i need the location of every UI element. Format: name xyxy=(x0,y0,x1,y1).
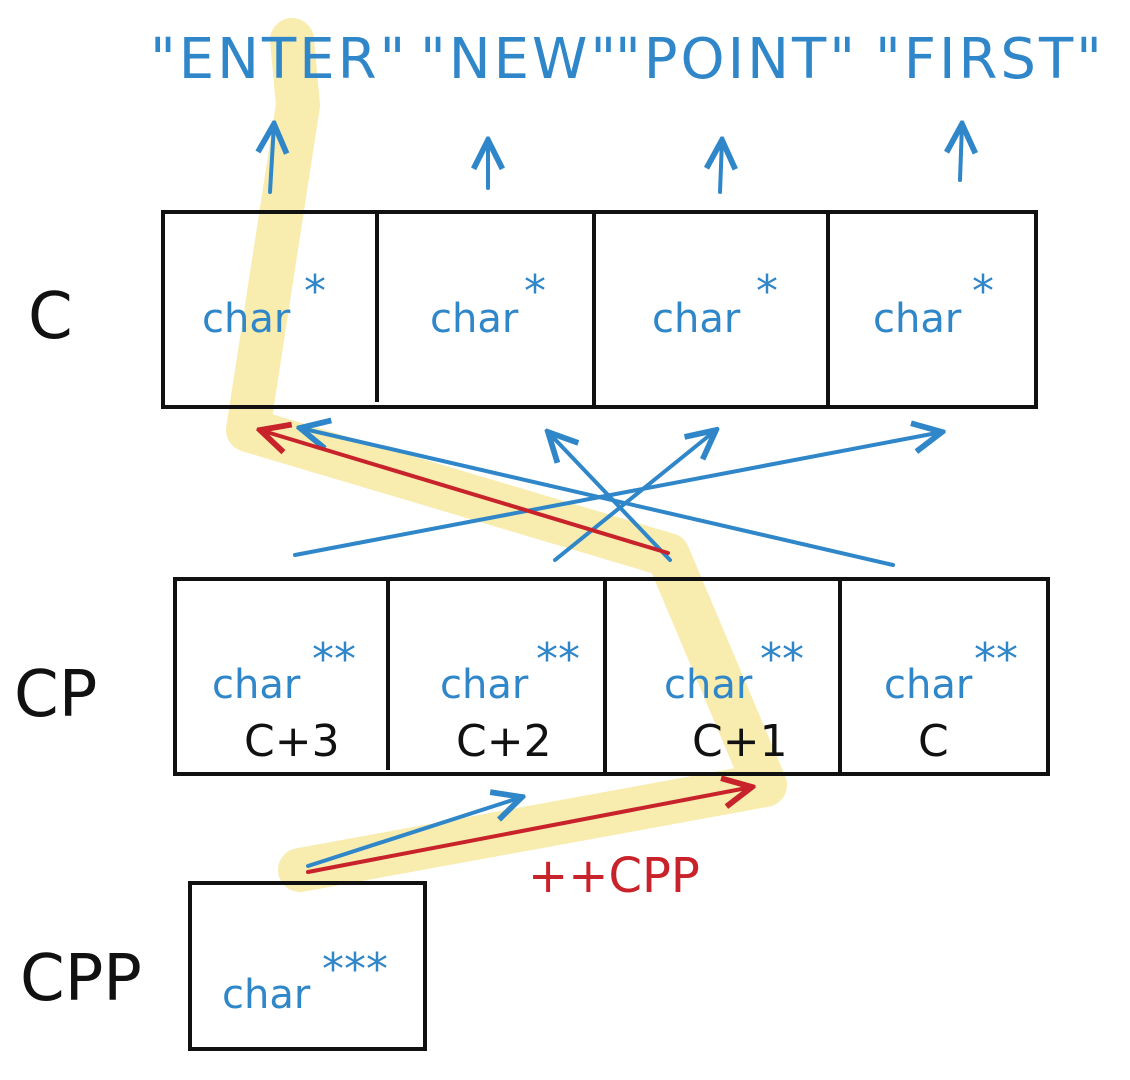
c-cell-2: char * xyxy=(430,266,546,342)
blue-arrow-cpp-to-cp2 xyxy=(306,797,522,868)
string-literals: "ENTER" "NEW" "POINT" "FIRST" xyxy=(150,27,1105,92)
arrow-cp2-to-c3 xyxy=(553,430,716,562)
cp-to-c-arrows xyxy=(293,428,942,567)
cpp-cell-stars: *** xyxy=(322,944,388,995)
cp-cell-stars: ** xyxy=(536,634,580,685)
c-cell-type: char xyxy=(873,296,962,342)
c-cell-1: char * xyxy=(202,266,326,342)
c-cell-type: char xyxy=(652,296,741,342)
cp-cell-value: C xyxy=(918,716,949,767)
red-arrow-cpp-to-cp3 xyxy=(306,787,752,874)
cp-cell-1: char ** C+3 xyxy=(212,634,356,767)
cp-cell-value: C+1 xyxy=(692,716,788,767)
c-array: C char * char * char * char * xyxy=(28,210,1038,409)
cp-cell-type: char xyxy=(884,662,973,708)
cp-cell-stars: ** xyxy=(760,634,804,685)
c-cell-type: char xyxy=(430,296,519,342)
cp-array-box xyxy=(173,577,1050,776)
string-literal-new: "NEW" xyxy=(420,27,619,92)
cp-cell-type: char xyxy=(212,662,301,708)
cp-cell-value: C+2 xyxy=(456,716,552,767)
c-cell-stars: * xyxy=(972,266,994,317)
arrow-up-4 xyxy=(960,124,962,182)
cp-cell-stars: ** xyxy=(974,634,1018,685)
increment-operation-label: ++CPP xyxy=(528,848,700,904)
cp-cell-value: C+3 xyxy=(244,716,340,767)
cp-cell-3: char ** C+1 xyxy=(664,634,804,767)
cp-cell-type: char xyxy=(664,662,753,708)
arrow-cp4-to-c1 xyxy=(300,428,895,567)
c-cell-3: char * xyxy=(652,266,778,342)
arrow-up-3 xyxy=(720,140,722,194)
cp-cell-4: char ** C xyxy=(884,634,1018,767)
red-arrow-cp3-to-c1 xyxy=(260,430,670,555)
arrow-cp1-to-c4 xyxy=(293,432,942,557)
string-literal-first: "FIRST" xyxy=(875,27,1105,92)
c-array-box xyxy=(161,210,1038,409)
arrow-up-1 xyxy=(270,124,274,194)
arrow-cp3-to-c2 xyxy=(548,432,672,562)
cp-cell-2: char ** C+2 xyxy=(440,634,580,767)
c-cell-4: char * xyxy=(873,266,994,342)
cpp-cell-type: char xyxy=(222,972,311,1018)
cpp-row-label: CPP xyxy=(20,942,142,1016)
string-literal-enter: "ENTER" xyxy=(150,27,408,92)
c-cell-stars: * xyxy=(524,266,546,317)
string-literal-point: "POINT" xyxy=(615,27,858,92)
cpp-box xyxy=(188,881,427,1051)
c-to-string-arrows xyxy=(270,124,962,194)
cp-cell-stars: ** xyxy=(312,634,356,685)
cp-array: CP char ** C+3 char ** C+2 char ** C+1 c… xyxy=(14,577,1050,776)
c-row-label: C xyxy=(28,280,73,354)
c-cell-type: char xyxy=(202,296,291,342)
cp-cell-type: char xyxy=(440,662,529,708)
cpp-variable: CPP char *** xyxy=(20,881,427,1051)
c-cell-stars: * xyxy=(756,266,778,317)
cp-row-label: CP xyxy=(14,658,97,732)
c-cell-stars: * xyxy=(304,266,326,317)
